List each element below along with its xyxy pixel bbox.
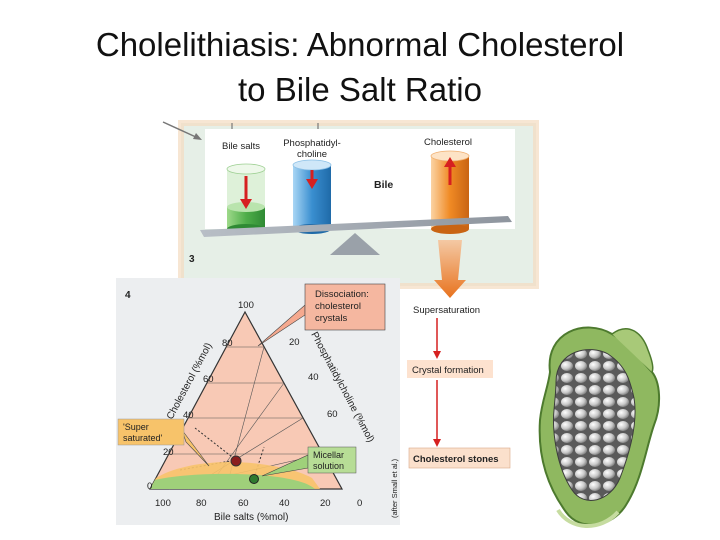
balance-beam [200, 216, 512, 237]
tick-right-60: 60 [327, 409, 338, 420]
panel-3-number: 3 [189, 254, 195, 265]
tick-left-100: 100 [238, 300, 254, 311]
panel-4: 4 Dissociation: cholestero [116, 278, 400, 525]
dissociation-line-2: cholesterol [315, 301, 361, 312]
cholesterol-cylinder [430, 150, 470, 234]
tick-left-60: 60 [203, 374, 214, 385]
supersaturation-label: Supersaturation [413, 305, 480, 316]
tick-left-20: 20 [163, 447, 174, 458]
tick-bottom-100: 100 [155, 498, 171, 509]
supersaturation-funnel-arrow [434, 240, 466, 298]
cholesterol-stones-label: Cholesterol stones [413, 454, 499, 465]
tick-bottom-60: 60 [238, 498, 249, 509]
tick-left-0: 0 [147, 481, 152, 492]
phosphatidylcholine-label-1: Phosphatidyl- [283, 138, 341, 149]
source-credit: (after Small et al.) [390, 458, 399, 518]
crystal-formation-label: Crystal formation [412, 365, 484, 376]
slide-title-line-1: Cholelithiasis: Abnormal Cholesterol [95, 26, 625, 63]
cholesterol-stones-box [408, 447, 511, 469]
supersaturated-callout [117, 418, 185, 446]
tick-bottom-80: 80 [196, 498, 207, 509]
tick-bottom-40: 40 [279, 498, 290, 509]
slide-title: Cholelithiasis: Abnormal Cholesterol to … [0, 22, 720, 112]
supersaturated-line-2: saturated' [123, 433, 163, 443]
micellar-point [249, 474, 259, 484]
tick-right-20: 20 [289, 337, 300, 348]
supersaturated-line-1: 'Super [123, 422, 149, 432]
pointer-arrow [162, 121, 199, 139]
tick-right-40: 40 [308, 372, 319, 383]
supersaturated-point [230, 455, 242, 467]
tick-left-40: 40 [183, 410, 194, 421]
bile-salts-cylinder [226, 163, 266, 234]
crystal-formation-box [407, 360, 493, 378]
gallstones [553, 349, 636, 501]
phosphatidylcholine-label-2: choline [297, 149, 327, 160]
stone-formation-flow: Supersaturation Crystal formation Choles… [407, 305, 511, 469]
slide-title-line-2: to Bile Salt Ratio [238, 71, 482, 108]
panel-3: Bile salts Phosphatidyl- choline Cholest… [162, 120, 539, 289]
panel-4-number: 4 [125, 290, 131, 301]
dissociation-callout [304, 283, 386, 331]
axis-bile-salts-label: Bile salts (%mol) [214, 512, 288, 523]
gallbladder-illustration [538, 326, 660, 528]
cholesterol-label: Cholesterol [424, 137, 472, 148]
bile-salts-label: Bile salts [222, 141, 260, 152]
dissociation-line-3: crystals [315, 313, 347, 324]
tick-bottom-20: 20 [320, 498, 331, 509]
micellar-callout [307, 446, 357, 474]
micellar-line-1: Micellar [313, 450, 344, 460]
balance-fulcrum [330, 233, 380, 255]
tick-bottom-0: 0 [357, 498, 362, 509]
micellar-line-2: solution [313, 461, 344, 471]
phosphatidylcholine-cylinder [292, 159, 332, 234]
bile-label: Bile [374, 179, 393, 191]
dissociation-line-1: Dissociation: [315, 289, 369, 300]
micellar-region [150, 473, 315, 489]
tick-left-80: 80 [222, 338, 233, 349]
